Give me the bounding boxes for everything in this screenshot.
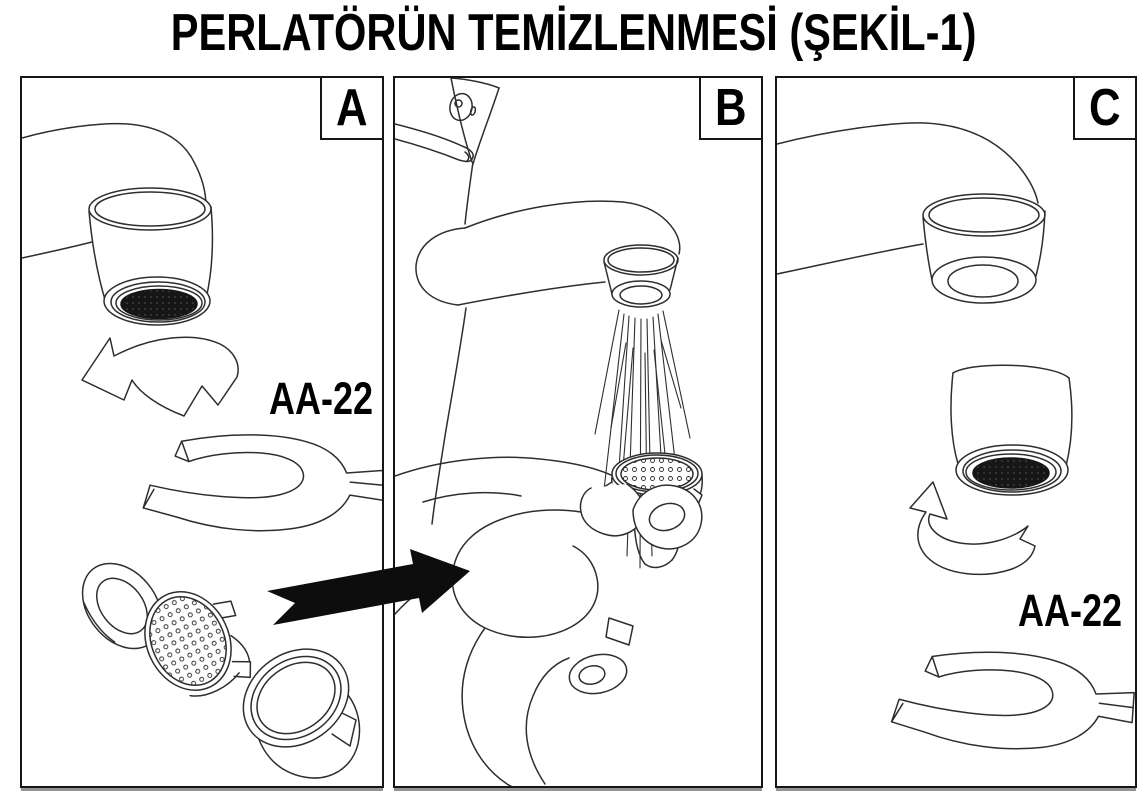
faucet-body [395, 78, 681, 525]
panel-a-illustration [22, 122, 382, 779]
thumbnail [648, 502, 686, 532]
panel-b-illustration [395, 78, 703, 786]
panel-b: B [393, 76, 763, 788]
wrench-size-label: AA-22 [269, 373, 374, 424]
aerator-mesh-dark [972, 457, 1050, 489]
aerator-assembly [950, 364, 1073, 496]
page-title: PERLATÖRÜN TEMİZLENMESİ (ŞEKİL-1) [0, 6, 1148, 61]
panel-c-illustration [777, 122, 1135, 759]
faucet-spout [22, 122, 214, 326]
panel-label-c: C [1073, 78, 1135, 140]
panel-a: AA-22 A [20, 76, 384, 788]
wrench-size-label: AA-22 [1018, 585, 1123, 636]
aerator-mesh-light [620, 457, 694, 491]
hand-holding-aerator [395, 452, 703, 786]
panel-label-b: B [699, 78, 761, 140]
page-title-text: PERLATÖRÜN TEMİZLENMESİ (ŞEKİL-1) [171, 4, 977, 62]
open-end-wrench [141, 430, 382, 536]
fingertip [568, 653, 628, 695]
clockwise-arrow [909, 481, 1036, 576]
panel-c: AA-22 C [775, 76, 1137, 788]
aerator-insert [144, 591, 252, 697]
sensor-dot [454, 99, 463, 108]
aerator-housing [242, 648, 361, 779]
open-end-wrench [889, 644, 1135, 759]
fingernail [605, 617, 634, 646]
aerator-mesh-dark [120, 288, 198, 320]
panel-label-a: A [320, 78, 382, 140]
thumb [632, 484, 703, 550]
counterclockwise-arrow [81, 336, 239, 417]
faucet-spout-open [777, 122, 1046, 304]
